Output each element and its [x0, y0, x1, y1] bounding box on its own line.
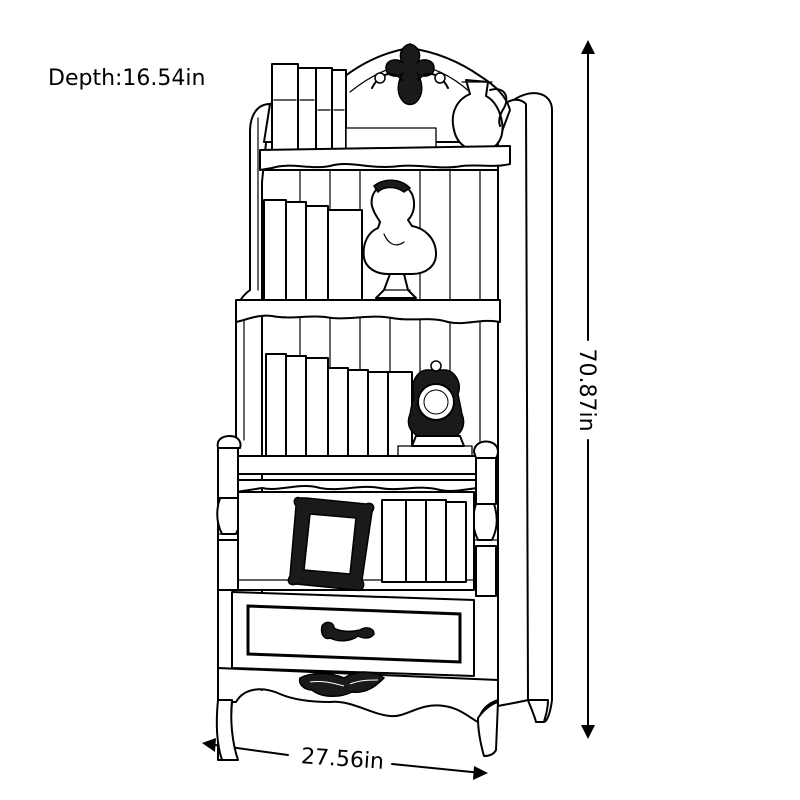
upper-shelf-books: [263, 199, 363, 301]
book: [327, 209, 363, 301]
book: [265, 353, 287, 463]
book: [327, 367, 349, 463]
width-arrow-head-right: [473, 766, 488, 780]
drawer-handle-icon: [320, 621, 375, 642]
classical-bust-icon: [362, 179, 437, 299]
left-post: [216, 435, 242, 591]
acanthus-leaf-carving-icon: [298, 671, 386, 697]
book: [297, 67, 317, 151]
vase-icon: [451, 79, 508, 149]
scroll-crest-icon: [371, 43, 449, 106]
shelf-2: [235, 299, 501, 325]
book: [367, 371, 389, 463]
height-label: 70.87in: [574, 348, 599, 431]
right-side-front: [497, 98, 529, 707]
book: [305, 205, 329, 301]
bookcase: [215, 43, 553, 761]
shelf-3: [217, 455, 497, 493]
book: [445, 501, 467, 583]
book: [271, 63, 299, 151]
book: [305, 357, 329, 463]
lower-shelf-books: [381, 499, 467, 583]
width-arrow-line-right: [391, 763, 483, 774]
width-dimension: 27.56in: [202, 738, 488, 780]
width-arrow-head-left: [202, 738, 216, 752]
right-front-leg: [477, 701, 499, 757]
height-dimension: 70.87in: [574, 40, 599, 739]
book: [285, 201, 307, 301]
width-label: 27.56in: [300, 744, 385, 775]
height-arrow-head-bottom: [581, 725, 595, 739]
book: [263, 199, 287, 301]
ornate-picture-frame-icon: [287, 496, 375, 592]
book-lines: [273, 99, 345, 111]
book: [285, 355, 307, 463]
book: [315, 67, 333, 151]
right-post: [472, 440, 499, 597]
book: [405, 499, 427, 583]
left-side-inner: [243, 117, 259, 441]
book: [347, 369, 369, 463]
depth-label: Depth:16.54in: [48, 66, 206, 91]
shelf-1: [259, 145, 511, 171]
right-back-leg: [527, 699, 549, 723]
mantel-clock-icon: [407, 360, 465, 447]
height-arrow-head-top: [581, 40, 595, 54]
drawer: [231, 591, 475, 677]
left-leg: [215, 699, 239, 761]
book: [381, 499, 407, 583]
base: [215, 667, 549, 761]
book: [425, 499, 447, 583]
